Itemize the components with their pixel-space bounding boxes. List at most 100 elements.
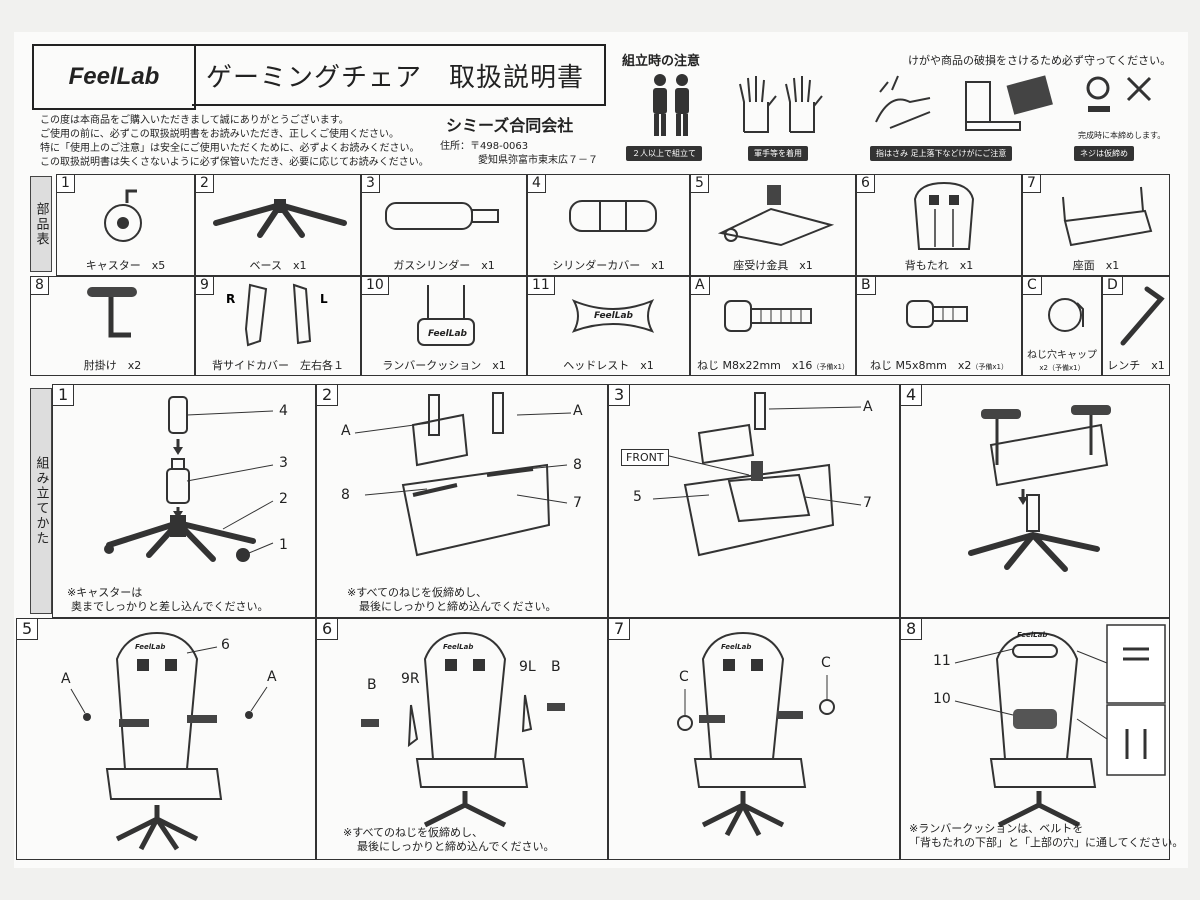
- part-number: 6: [857, 175, 875, 193]
- part-label: キャスター x5: [85, 259, 166, 272]
- part-cell: 3 ガスシリンダー x1: [361, 174, 527, 276]
- seat-icon: [1062, 186, 1153, 247]
- part-label: レンチ x1: [1107, 359, 1165, 372]
- assembly-step: 6 FeelLab B 9R 9L B ※すべてのねじを仮締めし、 最後にしっか…: [316, 618, 608, 860]
- step-callout: C: [679, 669, 689, 685]
- assembly-step: 7 FeelLab C C: [608, 618, 900, 860]
- part-cell: 5 座受け金具 x1: [690, 174, 856, 276]
- step-note: ※すべてのねじを仮締めし、: [347, 586, 488, 599]
- part-label: ねじ M8x22mm x16（予備x1）: [691, 357, 855, 373]
- step-note: 最後にしっかりと締め込んでください。: [359, 600, 557, 613]
- part-label: 座受け金具 x1: [733, 259, 813, 272]
- part-cell: 6 背もたれ x1: [856, 174, 1022, 276]
- part-number: 2: [196, 175, 214, 193]
- part-label: 背サイドカバー 左右各１: [212, 359, 344, 372]
- step-callout: 2: [279, 491, 288, 507]
- part-label: シリンダーカバー x1: [552, 259, 665, 272]
- step-callout: A: [267, 669, 277, 685]
- assembly-step: 8 FeelLab 11 10 ※ランバークッションは、ベルトを 「背もたれの下…: [900, 618, 1183, 860]
- part-label: 背もたれ x1: [904, 259, 974, 272]
- step-callout: 8: [341, 487, 350, 503]
- base-icon: [213, 199, 347, 238]
- step-callout: 4: [279, 403, 288, 419]
- step-8-illustration: [954, 624, 1166, 828]
- caution-final-note: 完成時に本締めします。: [1078, 131, 1166, 140]
- part-label-text: ねじ M5x8mm x2: [869, 359, 972, 372]
- address-line: 住所：〒498-0063: [440, 141, 529, 152]
- headrest-icon: [571, 299, 655, 333]
- step-callout: 6: [221, 637, 230, 653]
- part-label: ヘッドレスト x1: [563, 359, 654, 372]
- step-callout: B: [367, 677, 377, 693]
- assembly-step: 2 A A 8 8 7 ※すべてのねじを仮締めし、 最後にしっかりと締め込んでく…: [316, 384, 608, 618]
- intro-line: この度は本商品をご購入いただきまして誠にありがとうございます。: [40, 115, 349, 126]
- part-number: 8: [31, 277, 49, 295]
- page-title: ゲーミングチェア 取扱説明書: [192, 44, 606, 106]
- part-cell: 1 キャスター x5: [56, 174, 195, 276]
- part-number: 4: [528, 175, 546, 193]
- step-4-illustration: [968, 405, 1111, 572]
- caution-label: ２人以上で組立て: [626, 146, 702, 161]
- part-cell: 8 肘掛け x2: [30, 276, 195, 376]
- part-label: 座面 x1: [1072, 259, 1120, 272]
- part-spare: x2（予備x1）: [1039, 364, 1085, 372]
- step-6-illustration: [361, 631, 565, 828]
- lumbar-logo: FeelLab: [428, 329, 467, 339]
- step-note: 奥までしっかりと差し込んでください。: [71, 600, 269, 613]
- cylinder-cover-icon: [569, 200, 657, 232]
- part-number: C: [1023, 277, 1042, 295]
- step-callout: A: [61, 671, 71, 687]
- step-3-illustration: [652, 392, 862, 557]
- step-number: 5: [17, 619, 39, 640]
- step-number: 2: [317, 385, 339, 406]
- wrench-icon: [1120, 286, 1165, 346]
- part-cell: 4 シリンダーカバー x1: [527, 174, 690, 276]
- part-cell: 11 FeelLab ヘッドレスト x1: [527, 276, 690, 376]
- step-note: ※ランバークッションは、ベルトを: [909, 822, 1084, 835]
- step-note: ※すべてのねじを仮締めし、: [343, 826, 484, 839]
- chair-logo: FeelLab: [721, 643, 752, 651]
- backrest-icon: [913, 181, 975, 250]
- step-number: 8: [901, 619, 923, 640]
- step-callout: 10: [933, 691, 951, 707]
- step-7-illustration: [677, 631, 835, 837]
- part-number: 11: [528, 277, 555, 295]
- brand-logo: FeelLab: [32, 44, 196, 110]
- company-address: 住所：〒498-0063 愛知県弥富市東末広７－７: [440, 140, 598, 168]
- part-cell: A ねじ M8x22mm x16（予備x1）: [690, 276, 856, 376]
- screw-cap-icon: [1048, 298, 1084, 332]
- assembly-step: 4: [900, 384, 1170, 618]
- step-callout: 11: [933, 653, 951, 669]
- step-callout: A: [863, 399, 873, 415]
- part-number: D: [1103, 277, 1123, 295]
- gloves-icon: [739, 76, 823, 133]
- step-callout: 3: [279, 455, 288, 471]
- step-callout: A: [573, 403, 583, 419]
- part-cell: C ねじ穴キャップ x2（予備x1）: [1022, 276, 1102, 376]
- headrest-logo: FeelLab: [594, 311, 633, 321]
- part-number: 3: [362, 175, 380, 193]
- step-number: 6: [317, 619, 339, 640]
- intro-line: 特に「使用上のご注意」は安全にご使用いただくために、必ずよくお読みください。: [40, 143, 420, 154]
- part-spare: （予備x1）: [971, 363, 1009, 371]
- lumbar-cushion-icon: [417, 285, 475, 346]
- svg-text:R: R: [226, 292, 235, 306]
- caution-label: ネジは仮締め: [1074, 146, 1134, 161]
- part-number: B: [857, 277, 876, 295]
- part-number: 7: [1023, 175, 1041, 193]
- step-1-illustration: [104, 396, 274, 562]
- part-cell: 2 ベース x1: [195, 174, 361, 276]
- part-spare: （予備x1）: [812, 363, 850, 371]
- step-number: 1: [53, 385, 75, 406]
- company-name: シミーズ合同会社: [446, 116, 574, 135]
- armrest-icon: [87, 287, 137, 338]
- part-label: 肘掛け x2: [83, 359, 142, 372]
- gas-cylinder-icon: [385, 202, 499, 230]
- step-2-illustration: [354, 392, 572, 557]
- part-number: 5: [691, 175, 709, 193]
- step-number: 3: [609, 385, 631, 406]
- part-cell: 7 座面 x1: [1022, 174, 1170, 276]
- assembly-section-label: 組み立てかた: [30, 388, 52, 614]
- step-callout: A: [341, 423, 351, 439]
